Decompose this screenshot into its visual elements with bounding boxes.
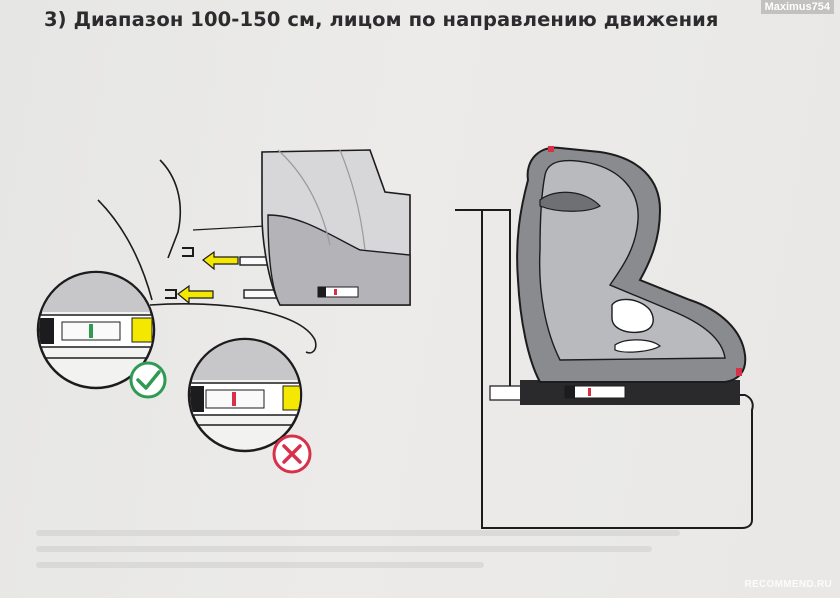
magnifier-correct — [36, 270, 156, 390]
car-seat-base-small — [261, 149, 411, 306]
magnifier-incorrect — [187, 337, 303, 453]
faded-instruction-text — [36, 530, 736, 578]
child-car-seat — [516, 146, 747, 405]
site-watermark: RECOMMEND.RU — [744, 579, 832, 590]
check-icon — [129, 361, 167, 399]
page-heading: 3) Диапазон 100-150 см, лицом по направл… — [44, 8, 719, 31]
username-watermark: Maximus754 — [760, 0, 834, 14]
cross-icon — [272, 434, 312, 474]
vehicle-seat-detail — [97, 159, 317, 354]
arrow-icon — [177, 250, 239, 305]
